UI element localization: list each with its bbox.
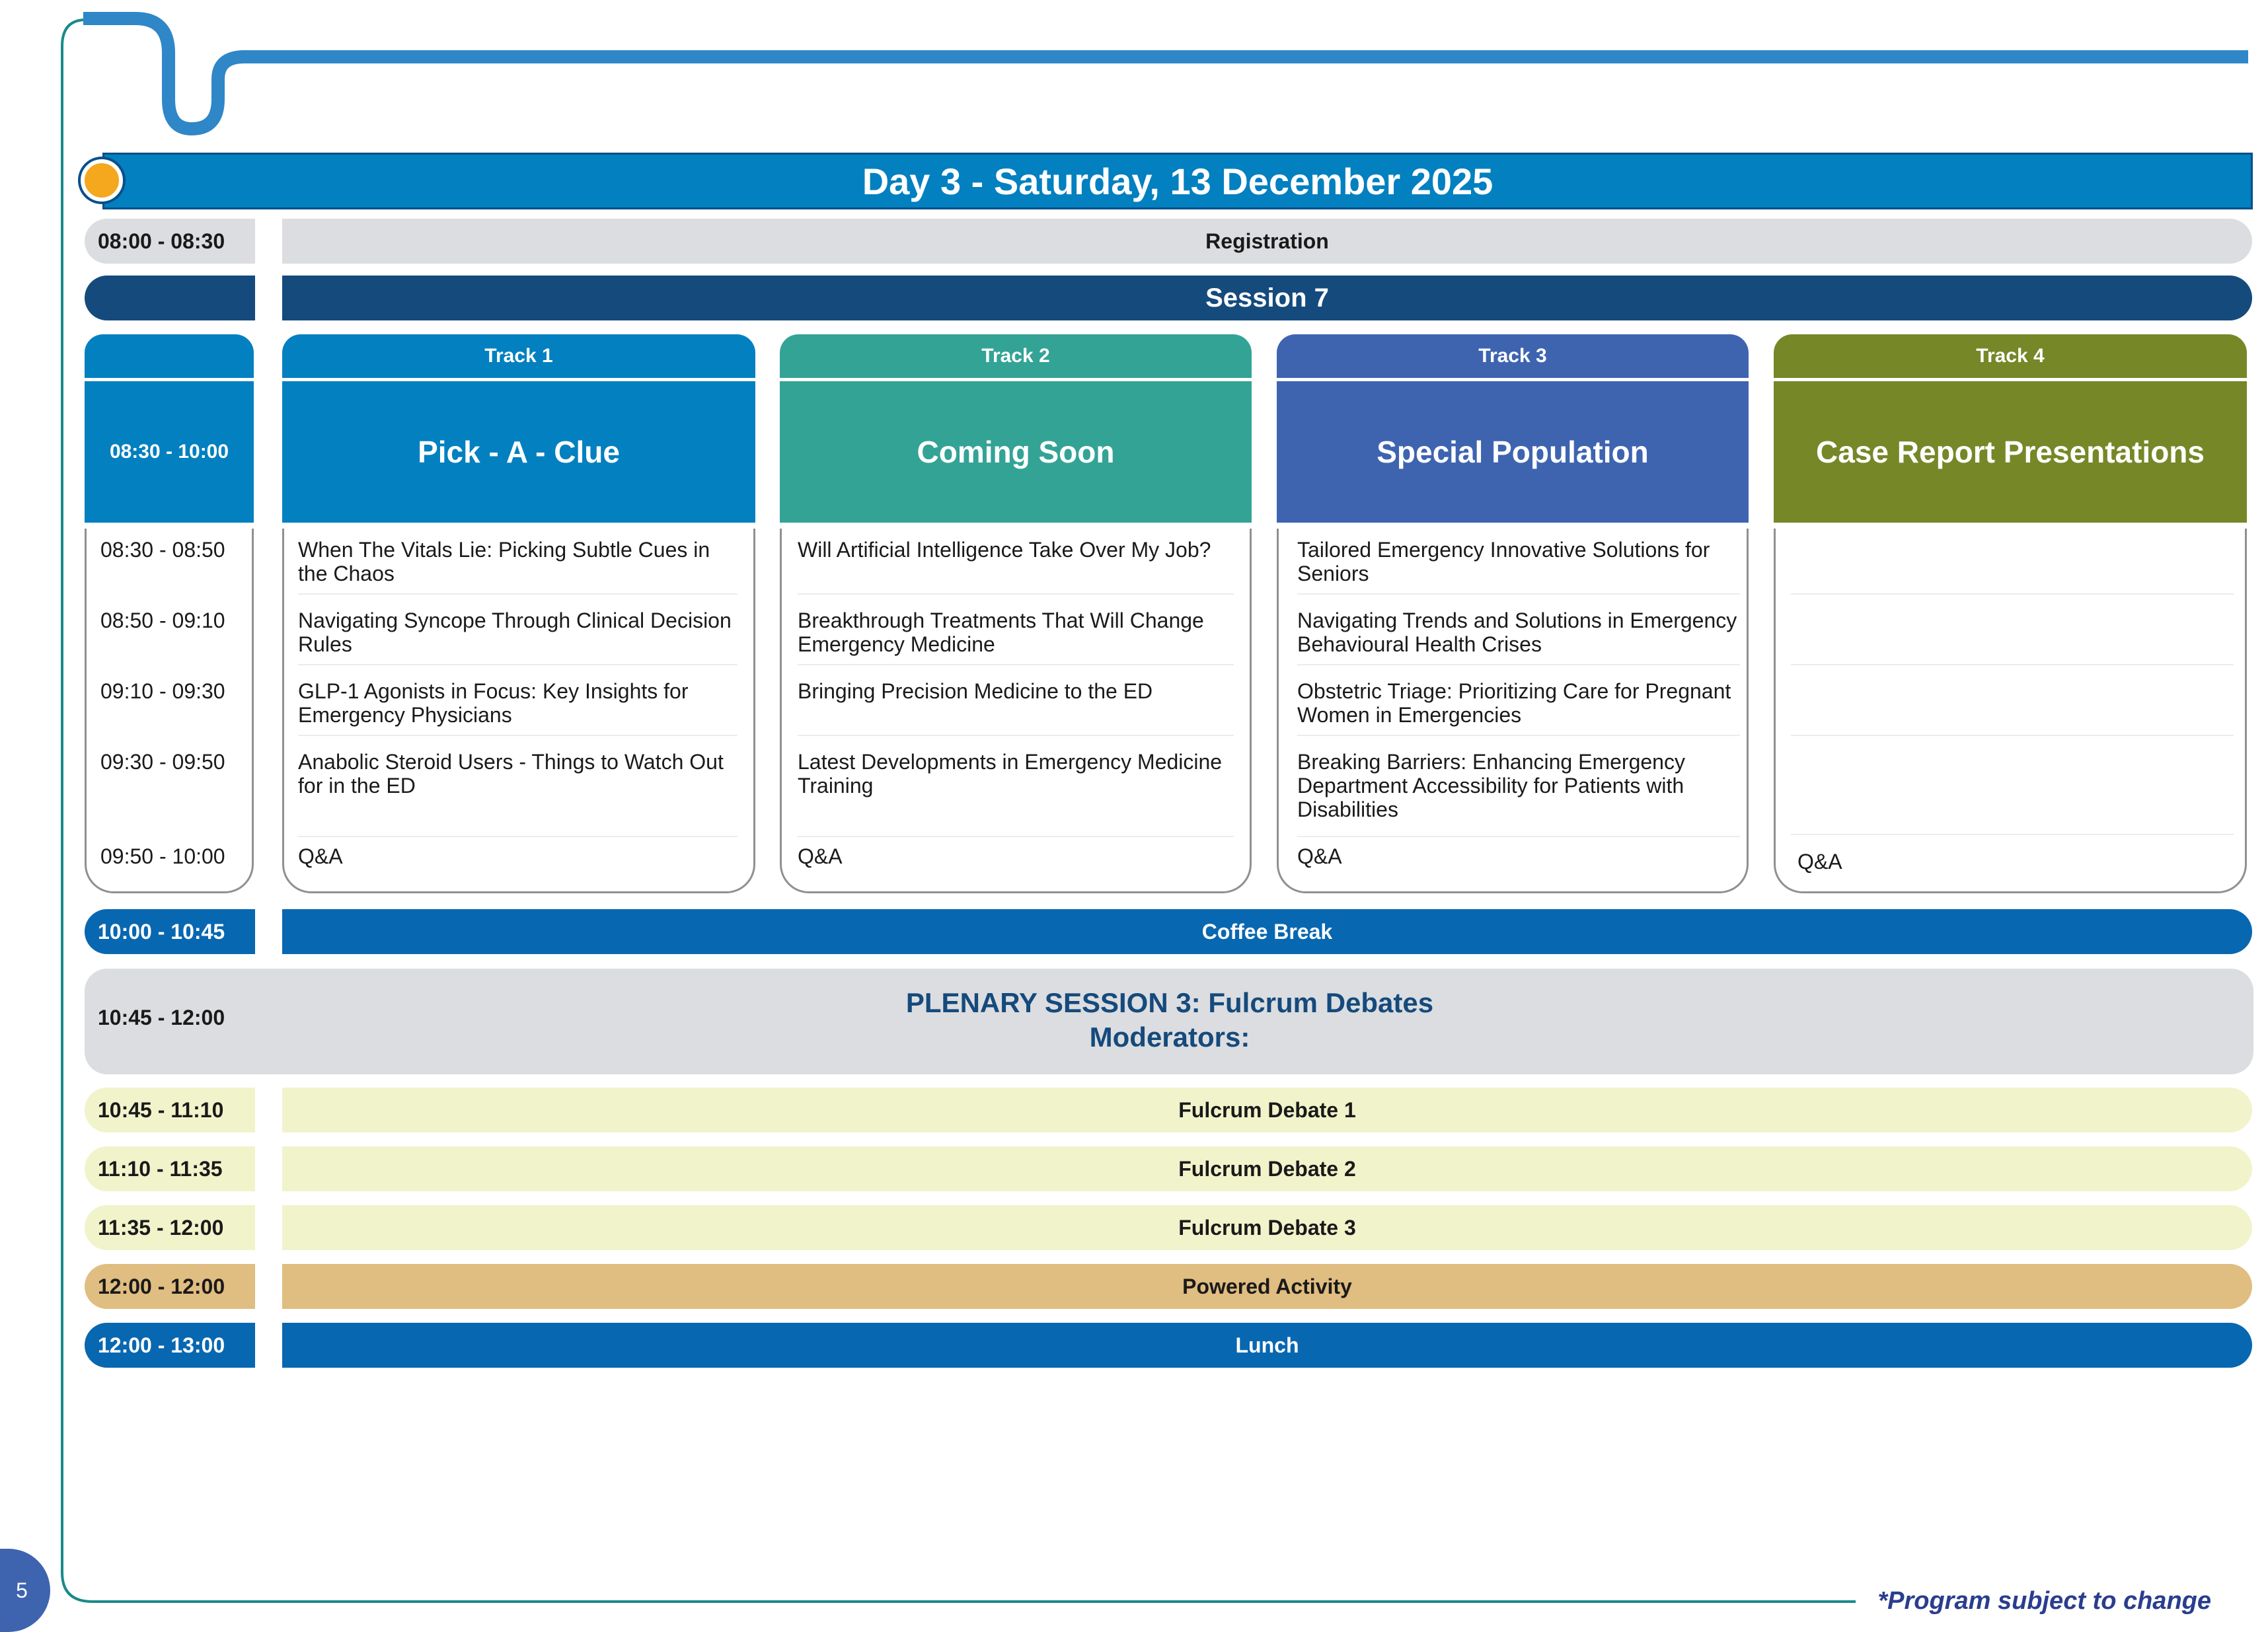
plenary-moderators: Moderators:: [1089, 1021, 1250, 1053]
row-divider: [798, 836, 1234, 837]
track-3-title: Special Population: [1277, 381, 1749, 523]
time-column-range: 08:30 - 10:00: [85, 381, 254, 523]
slot-time-5: 09:50 - 10:00: [100, 844, 225, 868]
coffee-break-bar: Coffee Break: [282, 909, 2252, 954]
slot-time-4: 09:30 - 09:50: [100, 750, 225, 774]
session-time-pill: [85, 276, 255, 320]
track-3-tab: Track 3: [1277, 334, 1749, 378]
track-2-body: [780, 529, 1252, 893]
row-divider: [798, 735, 1234, 736]
plenary-title-line: PLENARY SESSION 3: Fulcrum Debates: [905, 987, 1434, 1018]
debate-3-bar: Fulcrum Debate 3: [282, 1205, 2252, 1250]
registration-time: 08:00 - 08:30: [85, 219, 255, 264]
track-1-body: [282, 529, 755, 893]
row-divider: [1791, 834, 2234, 835]
row-divider: [298, 735, 737, 736]
track-4-qa: Q&A: [1797, 850, 1842, 873]
session-bar: Session 7: [282, 276, 2252, 320]
coffee-break-time: 10:00 - 10:45: [85, 909, 255, 954]
track-2-talk-3: Bringing Precision Medicine to the ED: [798, 679, 1153, 703]
track-1-qa: Q&A: [298, 844, 343, 868]
row-divider: [798, 593, 1234, 595]
row-divider: [298, 593, 737, 595]
track-2-tab: Track 2: [780, 334, 1252, 378]
track-3-talk-1: Tailored Emergency Innovative Solutions …: [1297, 538, 1710, 585]
debate-2-time: 11:10 - 11:35: [85, 1146, 255, 1191]
track-1-tab: Track 1: [282, 334, 755, 378]
debate-1-time: 10:45 - 11:10: [85, 1088, 255, 1132]
track-2-title: Coming Soon: [780, 381, 1252, 523]
track-3-talk-2: Navigating Trends and Solutions in Emerg…: [1297, 609, 1737, 656]
row-divider: [1791, 593, 2234, 595]
track-4-tab: Track 4: [1774, 334, 2247, 378]
track-3-qa: Q&A: [1297, 844, 1342, 868]
track-1-talk-4: Anabolic Steroid Users - Things to Watch…: [298, 750, 724, 797]
row-divider: [1297, 836, 1740, 837]
row-divider: [1297, 664, 1740, 665]
row-divider: [798, 664, 1234, 665]
plenary-time: 10:45 - 12:00: [98, 1006, 225, 1029]
track-2-talk-1: Will Artificial Intelligence Take Over M…: [798, 538, 1211, 562]
track-2-talk-2: Breakthrough Treatments That Will Change…: [798, 609, 1204, 656]
track-2-talk-4: Latest Developments in Emergency Medicin…: [798, 750, 1223, 797]
header-swoosh: [83, 12, 2248, 136]
row-divider: [1297, 593, 1740, 595]
plenary-session-block: [85, 969, 2253, 1074]
debate-2-bar: Fulcrum Debate 2: [282, 1146, 2252, 1191]
program-disclaimer: *Program subject to change: [1877, 1587, 2211, 1615]
track-3-body: [1277, 529, 1749, 893]
day-title: Day 3 - Saturday, 13 December 2025: [102, 153, 2253, 209]
lunch-bar: Lunch: [282, 1323, 2252, 1368]
track-3-talk-3: Obstetric Triage: Prioritizing Care for …: [1297, 679, 1731, 727]
powered-activity-bar: Powered Activity: [282, 1264, 2252, 1309]
track-1-title: Pick - A - Clue: [282, 381, 755, 523]
plenary-title: PLENARY SESSION 3: Fulcrum Debates Moder…: [661, 986, 1679, 1055]
slot-time-1: 08:30 - 08:50: [100, 538, 225, 562]
track-1-talk-2: Navigating Syncope Through Clinical Deci…: [298, 609, 732, 656]
track-1-talk-1: When The Vitals Lie: Picking Subtle Cues…: [298, 538, 710, 585]
row-divider: [298, 836, 737, 837]
track-4-body: [1774, 529, 2247, 893]
lunch-time: 12:00 - 13:00: [85, 1323, 255, 1368]
slot-time-2: 08:50 - 09:10: [100, 609, 225, 632]
registration-bar: Registration: [282, 219, 2252, 264]
row-divider: [1297, 735, 1740, 736]
debate-3-time: 11:35 - 12:00: [85, 1205, 255, 1250]
row-divider: [1791, 735, 2234, 736]
powered-activity-time: 12:00 - 12:00: [85, 1264, 255, 1309]
time-column-tab: [85, 334, 254, 378]
row-divider: [298, 664, 737, 665]
frame-border-line: [61, 19, 1856, 1603]
row-divider: [1791, 664, 2234, 665]
track-2-qa: Q&A: [798, 844, 843, 868]
track-1-talk-3: GLP-1 Agonists in Focus: Key Insights fo…: [298, 679, 689, 727]
track-4-title: Case Report Presentations: [1774, 381, 2247, 523]
track-3-talk-4: Breaking Barriers: Enhancing Emergency D…: [1297, 750, 1685, 821]
time-column-body: [85, 529, 254, 893]
day-marker-dot: [81, 159, 123, 202]
debate-1-bar: Fulcrum Debate 1: [282, 1088, 2252, 1132]
slot-time-3: 09:10 - 09:30: [100, 679, 225, 703]
